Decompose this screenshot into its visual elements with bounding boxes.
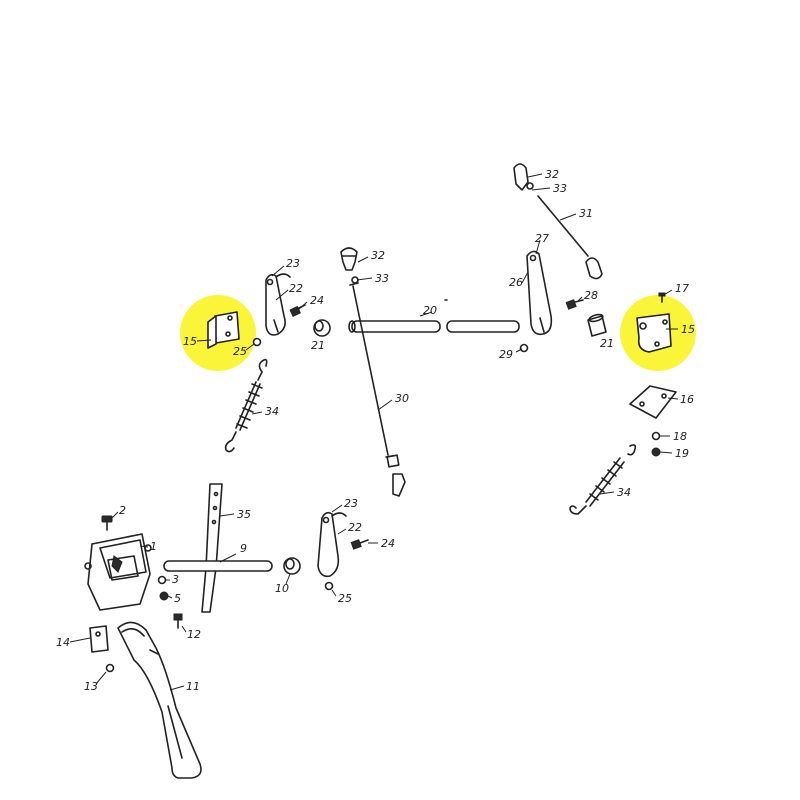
upper-left-lever xyxy=(265,273,291,336)
right-bracket xyxy=(636,313,672,353)
pedal-shaft xyxy=(163,560,273,572)
callout-25-upper: 25 xyxy=(233,345,247,358)
callout-15-left: 15 xyxy=(183,335,197,348)
callout-11: 11 xyxy=(186,680,200,693)
callout-14: 14 xyxy=(56,636,70,649)
pedal-stop-bar xyxy=(201,483,223,613)
callout-12: 12 xyxy=(187,628,201,641)
callout-27: 27 xyxy=(535,232,549,245)
callout-35: 35 xyxy=(237,508,251,521)
callout-16: 16 xyxy=(680,393,694,406)
callout-3: 3 xyxy=(172,573,179,586)
bush-right xyxy=(587,313,607,337)
callout-2: 2 xyxy=(119,504,126,517)
nut-upper-right xyxy=(519,343,529,353)
upper-clevis xyxy=(340,247,359,284)
callout-21-left: 21 xyxy=(311,339,325,352)
nut-18 xyxy=(651,431,661,441)
callout-23-upper: 23 xyxy=(286,257,300,270)
upper-left-screw xyxy=(289,304,306,317)
callout-26: 26 xyxy=(509,276,523,289)
callout-15-right: 15 xyxy=(681,323,695,336)
vertical-rod xyxy=(349,282,406,497)
leader-lines xyxy=(69,173,679,691)
callout-13: 13 xyxy=(84,680,98,693)
upper-right-screw xyxy=(565,299,584,310)
callout-28: 28 xyxy=(584,289,598,302)
diagonal-rod xyxy=(513,163,603,280)
callout-34-left: 34 xyxy=(265,405,279,418)
spring-right xyxy=(569,444,637,515)
nut-upper-left xyxy=(252,337,262,347)
callout-31: 31 xyxy=(579,207,593,220)
nut-19 xyxy=(651,447,661,457)
upper-right-lever xyxy=(526,250,553,336)
callout-1: 1 xyxy=(150,540,157,553)
spring-left xyxy=(224,358,268,453)
lower-screw xyxy=(350,539,369,550)
callout-22-upper: 22 xyxy=(289,282,303,295)
callout-24-upper: 24 xyxy=(310,294,324,307)
nut-5 xyxy=(159,591,169,601)
callout-33-upper: 33 xyxy=(375,272,389,285)
callout-30: 30 xyxy=(395,392,409,405)
callout-25-lower: 25 xyxy=(338,592,352,605)
callout-34-right: 34 xyxy=(617,486,631,499)
bolt-2 xyxy=(101,515,113,531)
cross-shaft xyxy=(348,299,520,333)
callout-32-lower: 32 xyxy=(545,168,559,181)
callout-17: 17 xyxy=(675,282,689,295)
bush-10 xyxy=(283,557,301,575)
screw-12 xyxy=(173,613,183,629)
callout-10: 10 xyxy=(275,582,289,595)
callout-19: 19 xyxy=(675,447,689,460)
callout-29: 29 xyxy=(499,348,513,361)
callout-labels: 15 15 25 23 22 24 21 32 33 20 30 34 32 3… xyxy=(56,168,695,693)
callout-5: 5 xyxy=(174,592,181,605)
nut-13 xyxy=(105,663,115,673)
nut-lower xyxy=(324,581,334,591)
callout-32-upper: 32 xyxy=(371,249,385,262)
callout-24-lower: 24 xyxy=(381,537,395,550)
washer-3 xyxy=(157,575,167,585)
callout-9: 9 xyxy=(240,542,247,555)
callout-33-lower: 33 xyxy=(553,182,567,195)
lower-lever xyxy=(317,511,347,578)
pedal-arm xyxy=(117,621,202,779)
left-bracket xyxy=(207,311,240,349)
callout-22-lower: 22 xyxy=(348,521,362,534)
bush-left xyxy=(313,319,331,337)
plate-16 xyxy=(629,385,677,419)
callout-23-lower: 23 xyxy=(344,497,358,510)
callout-18: 18 xyxy=(673,430,687,443)
callout-20: 20 xyxy=(423,304,437,317)
pedal-box xyxy=(84,533,152,611)
callout-21-right: 21 xyxy=(600,337,614,350)
pad-14 xyxy=(89,625,109,653)
